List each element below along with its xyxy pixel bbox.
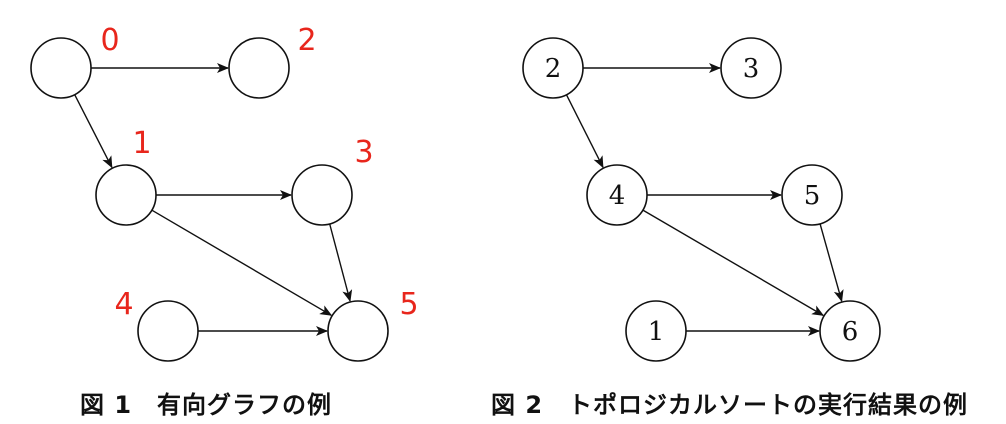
node-circle xyxy=(625,300,687,362)
node-label: 3 xyxy=(743,54,760,84)
figure-2-edge-arrow xyxy=(642,209,825,317)
figure-2-node: 6 xyxy=(819,300,881,362)
figure-2-node: 4 xyxy=(586,164,648,226)
node-circle xyxy=(30,37,92,99)
edges-layer xyxy=(74,63,844,336)
node-circle xyxy=(291,164,353,226)
node-circle xyxy=(327,300,389,362)
node-circle xyxy=(137,300,199,362)
figure-1-edge-arrow xyxy=(151,209,333,316)
figure-2-node: 2 xyxy=(522,37,584,99)
figure-2-node: 3 xyxy=(720,37,782,99)
node-label: 5 xyxy=(804,181,821,211)
figure-2-node: 1 xyxy=(625,300,687,362)
node-label: 2 xyxy=(545,54,562,84)
figure-1-node: 0 xyxy=(30,23,120,99)
figure-1-node: 1 xyxy=(95,126,157,226)
node-index-label: 5 xyxy=(399,287,418,322)
nodes-layer: 0 2 1 3 4 5 2 3 4 5 1 6 xyxy=(30,23,881,362)
figure-1-edge-arrow xyxy=(329,223,353,302)
node-circle xyxy=(819,300,881,362)
figure-1-edge-arrow xyxy=(74,94,113,169)
node-label: 6 xyxy=(842,317,859,347)
node-label: 4 xyxy=(609,181,626,211)
figure-2-caption: 図 2 トポロジカルソートの実行結果の例 xyxy=(491,391,969,419)
figure-1-node: 2 xyxy=(228,23,317,99)
figure-1-caption: 図 1 有向グラフの例 xyxy=(80,391,333,419)
node-index-label: 2 xyxy=(297,23,316,58)
node-circle xyxy=(228,37,290,99)
node-circle xyxy=(586,164,648,226)
figure-2-edge-arrow xyxy=(565,94,604,169)
node-circle xyxy=(95,164,157,226)
figure-1-node: 3 xyxy=(291,135,374,226)
figure-2-node: 5 xyxy=(781,164,843,226)
figure-1-node: 4 xyxy=(114,287,199,362)
node-index-label: 3 xyxy=(354,135,373,170)
node-circle xyxy=(522,37,584,99)
node-circle xyxy=(781,164,843,226)
node-index-label: 1 xyxy=(132,126,151,161)
node-label: 1 xyxy=(648,317,665,347)
node-index-label: 4 xyxy=(114,287,133,322)
node-index-label: 0 xyxy=(100,23,119,58)
node-circle xyxy=(720,37,782,99)
figure-2-edge-arrow xyxy=(819,223,844,303)
figure-1-node: 5 xyxy=(327,287,419,362)
